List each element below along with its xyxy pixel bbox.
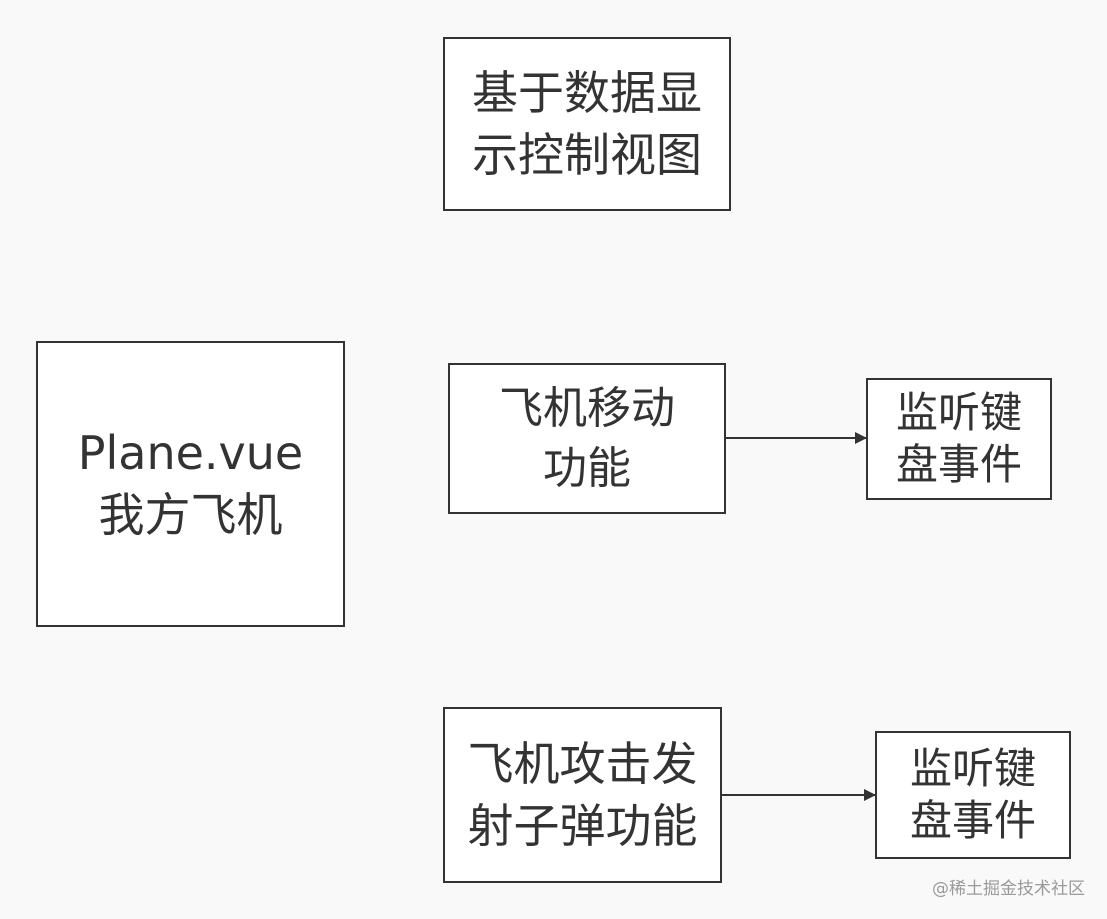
node-label-line: 飞机攻击发 bbox=[467, 737, 698, 791]
node-data-driven-view: 基于数据显 示控制视图 bbox=[443, 37, 731, 211]
node-label-line: 监听键 bbox=[895, 388, 1022, 437]
node-keyboard-listener-move: 监听键 盘事件 bbox=[866, 378, 1052, 500]
node-label-line: 基于数据显 bbox=[472, 66, 702, 120]
node-label-line: 盘事件 bbox=[909, 796, 1036, 845]
node-plane-vue: Plane.vue 我方飞机 bbox=[36, 341, 345, 627]
node-label-line: 飞机移动 bbox=[499, 382, 675, 434]
node-label-line: 示控制视图 bbox=[472, 128, 702, 182]
node-label-line: 监听键 bbox=[909, 744, 1036, 793]
node-label-line: 射子弹功能 bbox=[467, 799, 698, 853]
watermark: @稀土掘金技术社区 bbox=[932, 879, 1085, 899]
node-label-line: Plane.vue bbox=[77, 426, 304, 480]
node-keyboard-listener-attack: 监听键 盘事件 bbox=[875, 731, 1071, 859]
node-plane-attack: 飞机攻击发 射子弹功能 bbox=[443, 707, 722, 883]
node-label-line: 功能 bbox=[543, 442, 631, 494]
node-label-line: 盘事件 bbox=[895, 440, 1022, 489]
node-label-line: 我方飞机 bbox=[98, 488, 283, 542]
node-plane-move: 飞机移动 功能 bbox=[448, 363, 726, 514]
